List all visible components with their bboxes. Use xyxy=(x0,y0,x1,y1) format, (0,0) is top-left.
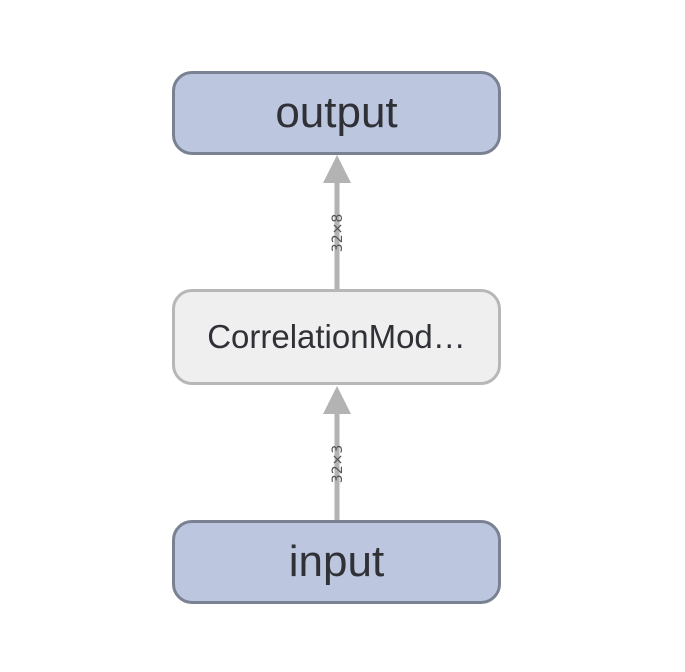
output-node-label: output xyxy=(275,88,398,137)
edge-shape-label: 32×8 xyxy=(330,214,346,252)
arrowhead-icon xyxy=(323,155,351,183)
arrowhead-icon xyxy=(323,386,351,414)
edge-module-to-output: 32×8 xyxy=(323,155,351,289)
input-node[interactable]: input xyxy=(172,520,501,604)
edge-shape-label: 32×3 xyxy=(330,445,346,483)
output-node[interactable]: output xyxy=(172,71,501,155)
input-node-label: input xyxy=(288,537,385,586)
module-node-label: CorrelationMod… xyxy=(207,318,466,355)
correlation-module-node[interactable]: CorrelationMod… xyxy=(172,289,501,385)
edge-input-to-module: 32×3 xyxy=(323,386,351,520)
